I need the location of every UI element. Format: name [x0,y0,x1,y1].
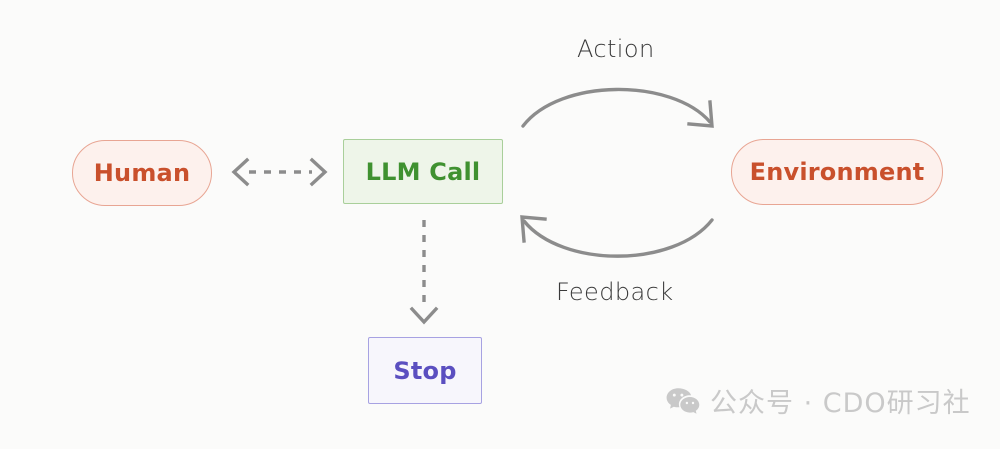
action-arrowhead-icon [687,100,714,128]
node-human[interactable]: Human [72,140,212,206]
edge-action [521,87,714,128]
edge-feedback [520,215,714,258]
node-llm-call[interactable]: LLM Call [343,139,503,204]
feedback-arrowhead-icon [520,215,547,243]
node-human-label: Human [93,159,191,187]
human-llm-left-arrowhead-icon [231,157,250,187]
watermark-text: 公众号 · CDO研习社 [710,388,971,419]
node-stop-label: Stop [393,356,457,385]
node-llm-call-label: LLM Call [365,157,481,186]
edge-label-feedback: Feedback [556,278,674,306]
edge-llm-stop [409,220,439,325]
node-stop[interactable]: Stop [368,337,482,404]
edge-label-action: Action [577,35,655,63]
llm-stop-arrowhead-icon [409,306,439,325]
node-environment-label: Environment [749,158,925,186]
edge-human-llm [231,157,328,187]
wechat-icon [666,387,700,415]
action-arc-path [521,87,712,128]
node-environment[interactable]: Environment [731,139,943,205]
feedback-arc-path [522,218,714,258]
watermark: 公众号 · CDO研习社 [666,381,971,420]
human-llm-right-arrowhead-icon [309,157,328,187]
